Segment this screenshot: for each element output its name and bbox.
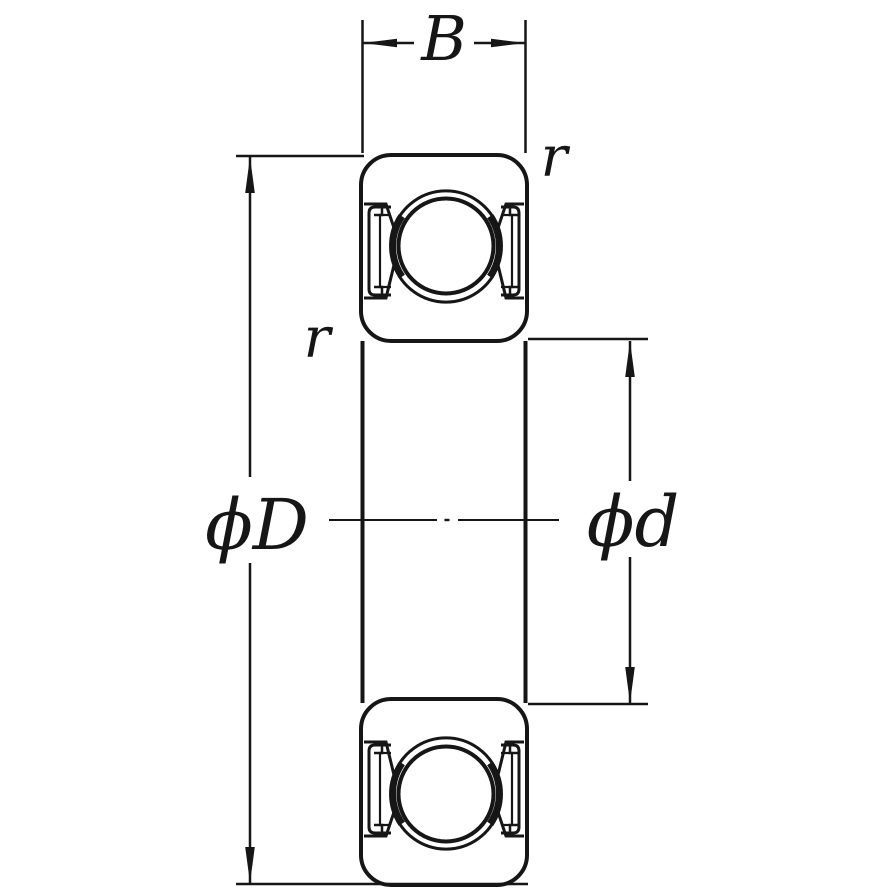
outer-diameter-label: ϕD xyxy=(205,484,309,566)
corner-radius-label-left: r xyxy=(304,306,334,371)
width-label: B xyxy=(420,2,467,75)
width-dimension: B xyxy=(361,2,527,153)
bore-diameter-label: ϕd xyxy=(587,481,680,563)
upper-bearing-section xyxy=(361,155,527,341)
bore-diameter-dimension: ϕd xyxy=(528,337,680,706)
arrowhead-right xyxy=(491,38,526,48)
corner-radius-label-top: r xyxy=(541,125,571,190)
arrowhead-up xyxy=(625,341,635,377)
arrowhead-down xyxy=(625,667,635,703)
arrowhead-left xyxy=(362,38,397,48)
arrowhead-up xyxy=(245,157,255,193)
outer-diameter-dimension: ϕD xyxy=(205,154,528,886)
corner-radius-labels: r r xyxy=(304,125,571,371)
bore-lines xyxy=(360,341,528,703)
lower-bearing-section xyxy=(361,699,527,885)
arrowhead-down xyxy=(245,847,255,883)
